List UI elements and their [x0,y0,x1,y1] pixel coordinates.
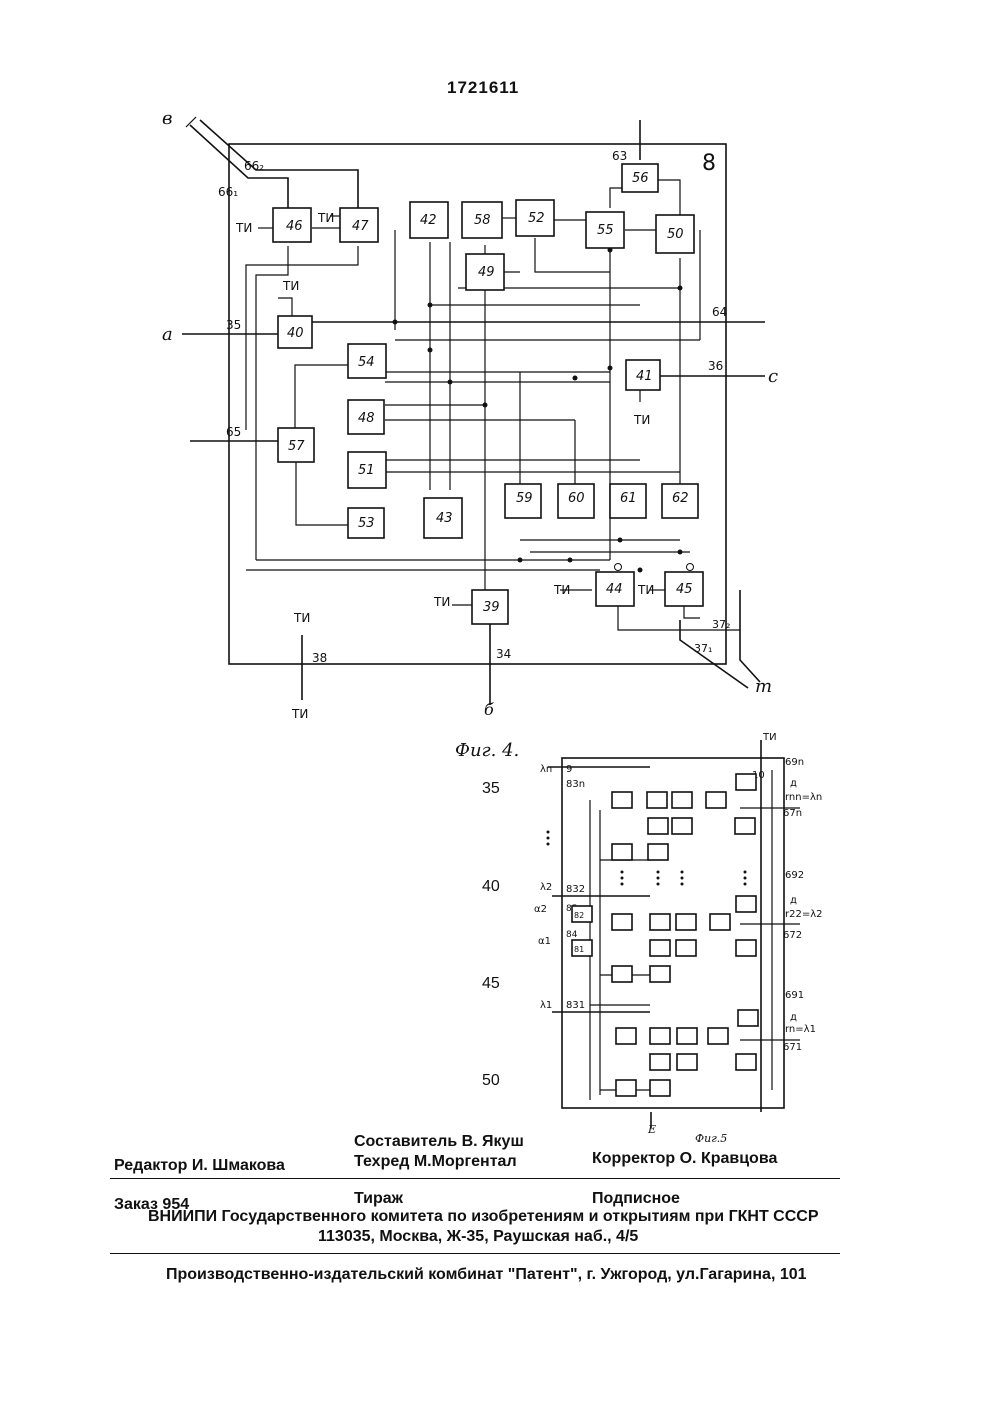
svg-text:r22=λ2: r22=λ2 [785,909,823,920]
svg-text:81: 81 [574,945,584,954]
svg-text:692: 692 [785,870,804,881]
svg-text:9: 9 [566,764,572,775]
svg-text:691: 691 [785,990,804,1001]
divider [110,1178,840,1179]
techred: Техред М.Моргентал [354,1153,517,1171]
subscription: Подписное [592,1190,680,1208]
svg-text:rn=λ1: rn=λ1 [785,1024,816,1035]
publisher: Производственно-издательский комбинат "П… [166,1266,807,1284]
svg-text:д: д [790,1012,797,1023]
svg-text:69n: 69n [785,757,804,768]
organization: ВНИИПИ Государственного комитета по изоб… [148,1208,819,1226]
svg-text:λ2: λ2 [540,882,552,893]
address: 113035, Москва, Ж-35, Раушская наб., 4/5 [318,1228,638,1246]
svg-text:671: 671 [783,1042,802,1053]
svg-text:ТИ: ТИ [762,732,777,743]
corrector: Корректор О. Кравцова [592,1150,777,1168]
svg-text:82: 82 [574,911,584,920]
editor: Редактор И. Шмакова [114,1157,285,1175]
svg-text:Е: Е [647,1123,656,1136]
svg-text:83n: 83n [566,779,585,790]
svg-text:831: 831 [566,1000,585,1011]
svg-text:λ1: λ1 [540,1000,552,1011]
circulation: Тираж [354,1190,403,1208]
svg-text:rnn=λn: rnn=λn [785,792,822,803]
svg-text:α1: α1 [538,936,551,947]
svg-text:672: 672 [783,930,802,941]
svg-text:α2: α2 [534,904,547,915]
svg-text:Фиг.5: Фиг.5 [695,1132,727,1145]
divider [110,1253,840,1254]
svg-text:67n: 67n [783,808,802,819]
svg-text:д: д [790,895,797,906]
svg-text:84: 84 [566,930,578,940]
svg-text:832: 832 [566,884,585,895]
svg-text:д: д [790,778,797,789]
compiler: Составитель В. Якуш [354,1133,524,1151]
svg-text:λn: λn [540,764,552,775]
